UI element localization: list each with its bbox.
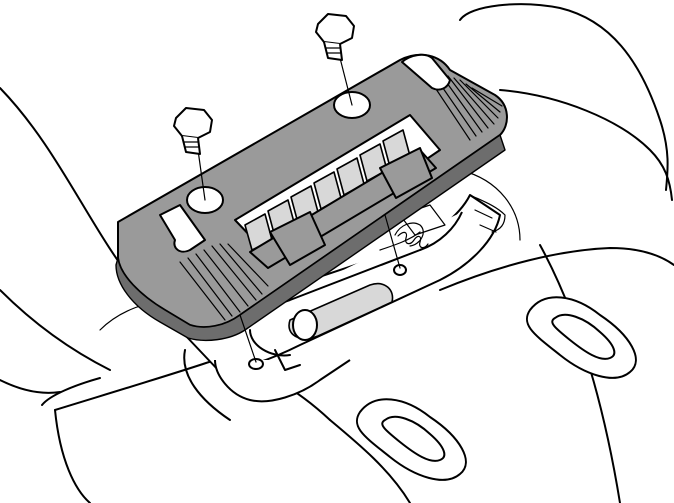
screw-right [315, 13, 355, 106]
screw-left [173, 107, 213, 201]
cover-plate [115, 53, 508, 342]
spring-coil [397, 231, 429, 249]
grip-ribs-left [179, 243, 269, 321]
teeth-row [244, 129, 411, 251]
slotted-hole-right [525, 296, 637, 379]
slotted-hole-left [355, 398, 467, 481]
